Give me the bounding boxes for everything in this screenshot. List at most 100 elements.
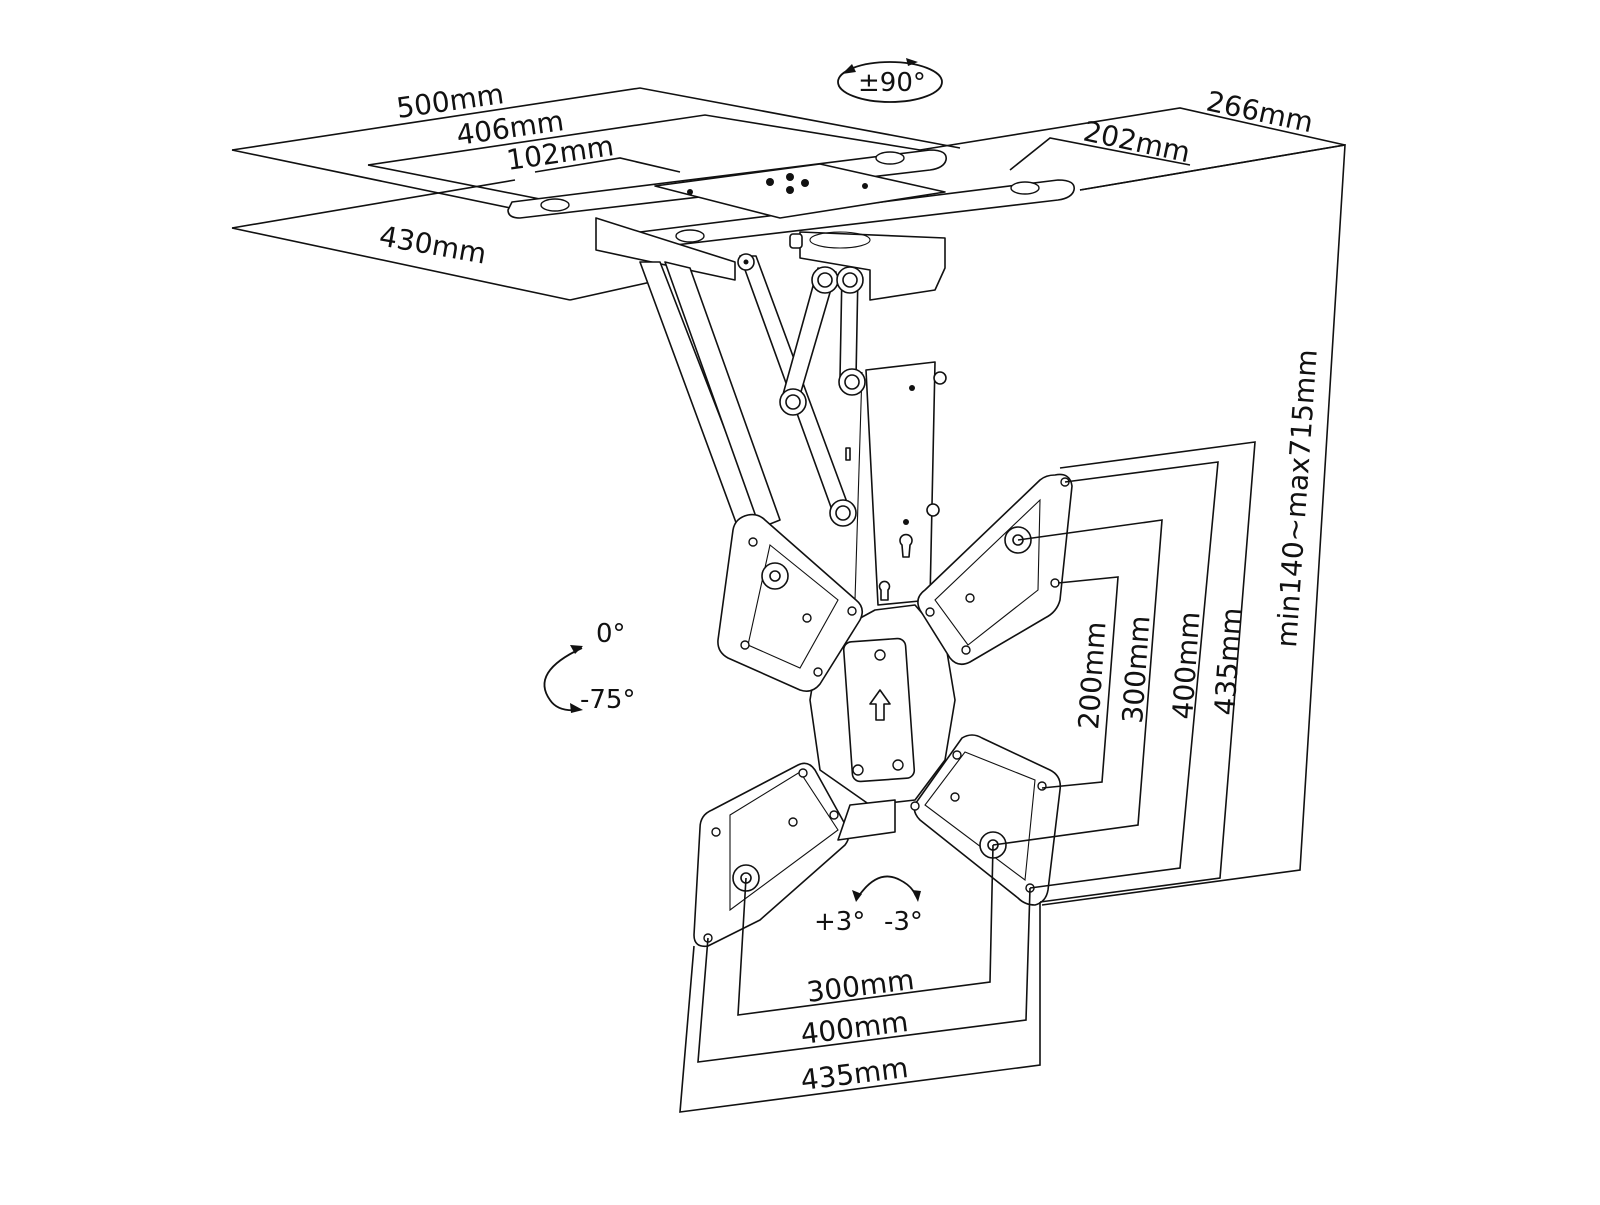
dim-h400-line <box>697 887 1031 1063</box>
dim-v400-line <box>1029 461 1219 889</box>
panel-screw-bl <box>852 764 864 776</box>
swivel-arrowhead-right <box>906 58 918 66</box>
vesa-arm-lower-left <box>693 762 850 948</box>
vesa-screw-ll-1 <box>788 817 798 827</box>
dim-label-v435: 435mm <box>1208 606 1248 716</box>
vesa-arm-lower-right <box>913 734 1062 906</box>
outer-arm-2 <box>664 261 781 529</box>
pivot-joints <box>737 253 947 527</box>
dim-102-line <box>534 157 681 173</box>
swivel-arrowhead-left <box>842 64 856 74</box>
pivot-disc <box>809 231 871 249</box>
tilt-arrowhead-top <box>570 645 583 654</box>
dim-v300-line <box>992 519 1163 846</box>
vesa-plate <box>693 473 1073 948</box>
column-slot <box>845 447 851 461</box>
vesa-arm-upper-right <box>917 473 1073 666</box>
plate-hole-1 <box>766 178 774 186</box>
vesa-arm-upper-left-inner <box>747 544 839 669</box>
pivot-6-inner <box>835 505 851 521</box>
level-label-plus: +3° <box>814 907 865 937</box>
pivot-1-core <box>743 259 749 265</box>
vesa-arm-upper-left <box>717 513 864 692</box>
plate-hole-5 <box>687 189 693 195</box>
pivot-3-inner <box>842 272 858 288</box>
column-inner <box>854 371 863 601</box>
ceiling-plate <box>507 149 1075 301</box>
dim-label-h300: 300mm <box>805 963 916 1009</box>
rail-screw-back-left <box>540 198 570 212</box>
vesa-vertical-dimensions <box>992 144 1346 906</box>
tilt-label-bottom: -75° <box>580 685 635 715</box>
vesa-screw-lr-3 <box>910 801 920 811</box>
vesa-screw-ul-3 <box>813 667 823 677</box>
pivot-7 <box>933 371 947 385</box>
vesa-arm-upper-right-inner <box>934 498 1041 646</box>
vesa-screw-ur-2 <box>925 607 935 617</box>
pivot-8 <box>926 503 940 517</box>
plate-hole-4 <box>786 186 794 194</box>
pivot-stud <box>789 233 803 249</box>
tilt-label-top: 0° <box>596 619 626 649</box>
plate-hole-6 <box>862 183 868 189</box>
vesa-hole-lr-outer <box>1037 781 1047 791</box>
dim-202-line <box>1009 137 1191 171</box>
vesa-hole-ur-outer2 <box>1050 578 1060 588</box>
swivel-annotation: ±90° <box>837 58 943 103</box>
level-arrowhead-left <box>852 890 862 902</box>
dim-406-line <box>367 114 921 166</box>
dim-500-line <box>231 87 961 151</box>
ceiling-housing <box>595 217 736 281</box>
panel-screw-top <box>874 649 886 661</box>
pivot-2-inner <box>817 272 833 288</box>
tilt-annotation: 0° -75° <box>543 619 635 715</box>
rail-screw-front-right <box>1010 181 1040 195</box>
up-arrow-icon <box>869 689 891 721</box>
column-hole-2 <box>903 519 909 525</box>
level-annotation: +3° -3° <box>814 875 923 937</box>
column-hole-1 <box>909 385 915 391</box>
swivel-ellipse <box>837 61 943 103</box>
dim-v435-line <box>1039 441 1256 903</box>
dim-label-v400: 400mm <box>1166 610 1206 720</box>
vesa-screw-lr-2 <box>950 792 960 802</box>
dim-h435-line <box>679 902 1041 1113</box>
main-column <box>865 361 936 606</box>
vesa-hole-ll-outer <box>711 827 721 837</box>
vesa-arm-lower-right-inner <box>924 751 1036 882</box>
vesa-hole-ul-outer <box>748 537 758 547</box>
vesa-screw-ul-2 <box>847 606 857 616</box>
vesa-screw-ur-3 <box>961 645 971 655</box>
dim-v200-line <box>1041 576 1119 789</box>
dim-label-266: 266mm <box>1204 85 1317 140</box>
vesa-screw-ul-1 <box>802 613 812 623</box>
vesa-screw-lr-1 <box>952 750 962 760</box>
dim-430-ext <box>231 227 571 301</box>
vesa-arm-lower-left-inner <box>729 771 839 912</box>
vesa-screw-ll-2 <box>829 810 839 820</box>
level-arrowhead-right <box>912 890 921 902</box>
tilt-arc <box>543 647 583 712</box>
swivel-label: ±90° <box>858 68 926 98</box>
dim-label-h435: 435mm <box>799 1051 910 1097</box>
dim-label-v300: 300mm <box>1116 614 1156 724</box>
motor-housing <box>799 231 946 301</box>
rail-screw-front-left <box>675 229 705 243</box>
vesa-horizontal-dimensions <box>679 844 1041 1113</box>
vesa-hole-ul-outer2 <box>740 640 750 650</box>
vesa-screw-ur-1 <box>965 593 975 603</box>
bottom-clip <box>837 799 896 841</box>
level-arc <box>857 875 917 898</box>
dim-label-h400: 400mm <box>799 1005 910 1051</box>
dim-430-line <box>231 179 516 229</box>
ceiling-center-plate <box>654 163 946 219</box>
plate-hole-3 <box>801 179 809 187</box>
dim-430-ext2 <box>569 279 661 301</box>
dim-label-202: 202mm <box>1081 115 1194 170</box>
dim-height-line <box>1041 144 1346 906</box>
rail-screw-back-right <box>875 151 905 165</box>
vesa-screw-ll-3 <box>798 768 808 778</box>
pivot-5-inner <box>785 394 801 410</box>
